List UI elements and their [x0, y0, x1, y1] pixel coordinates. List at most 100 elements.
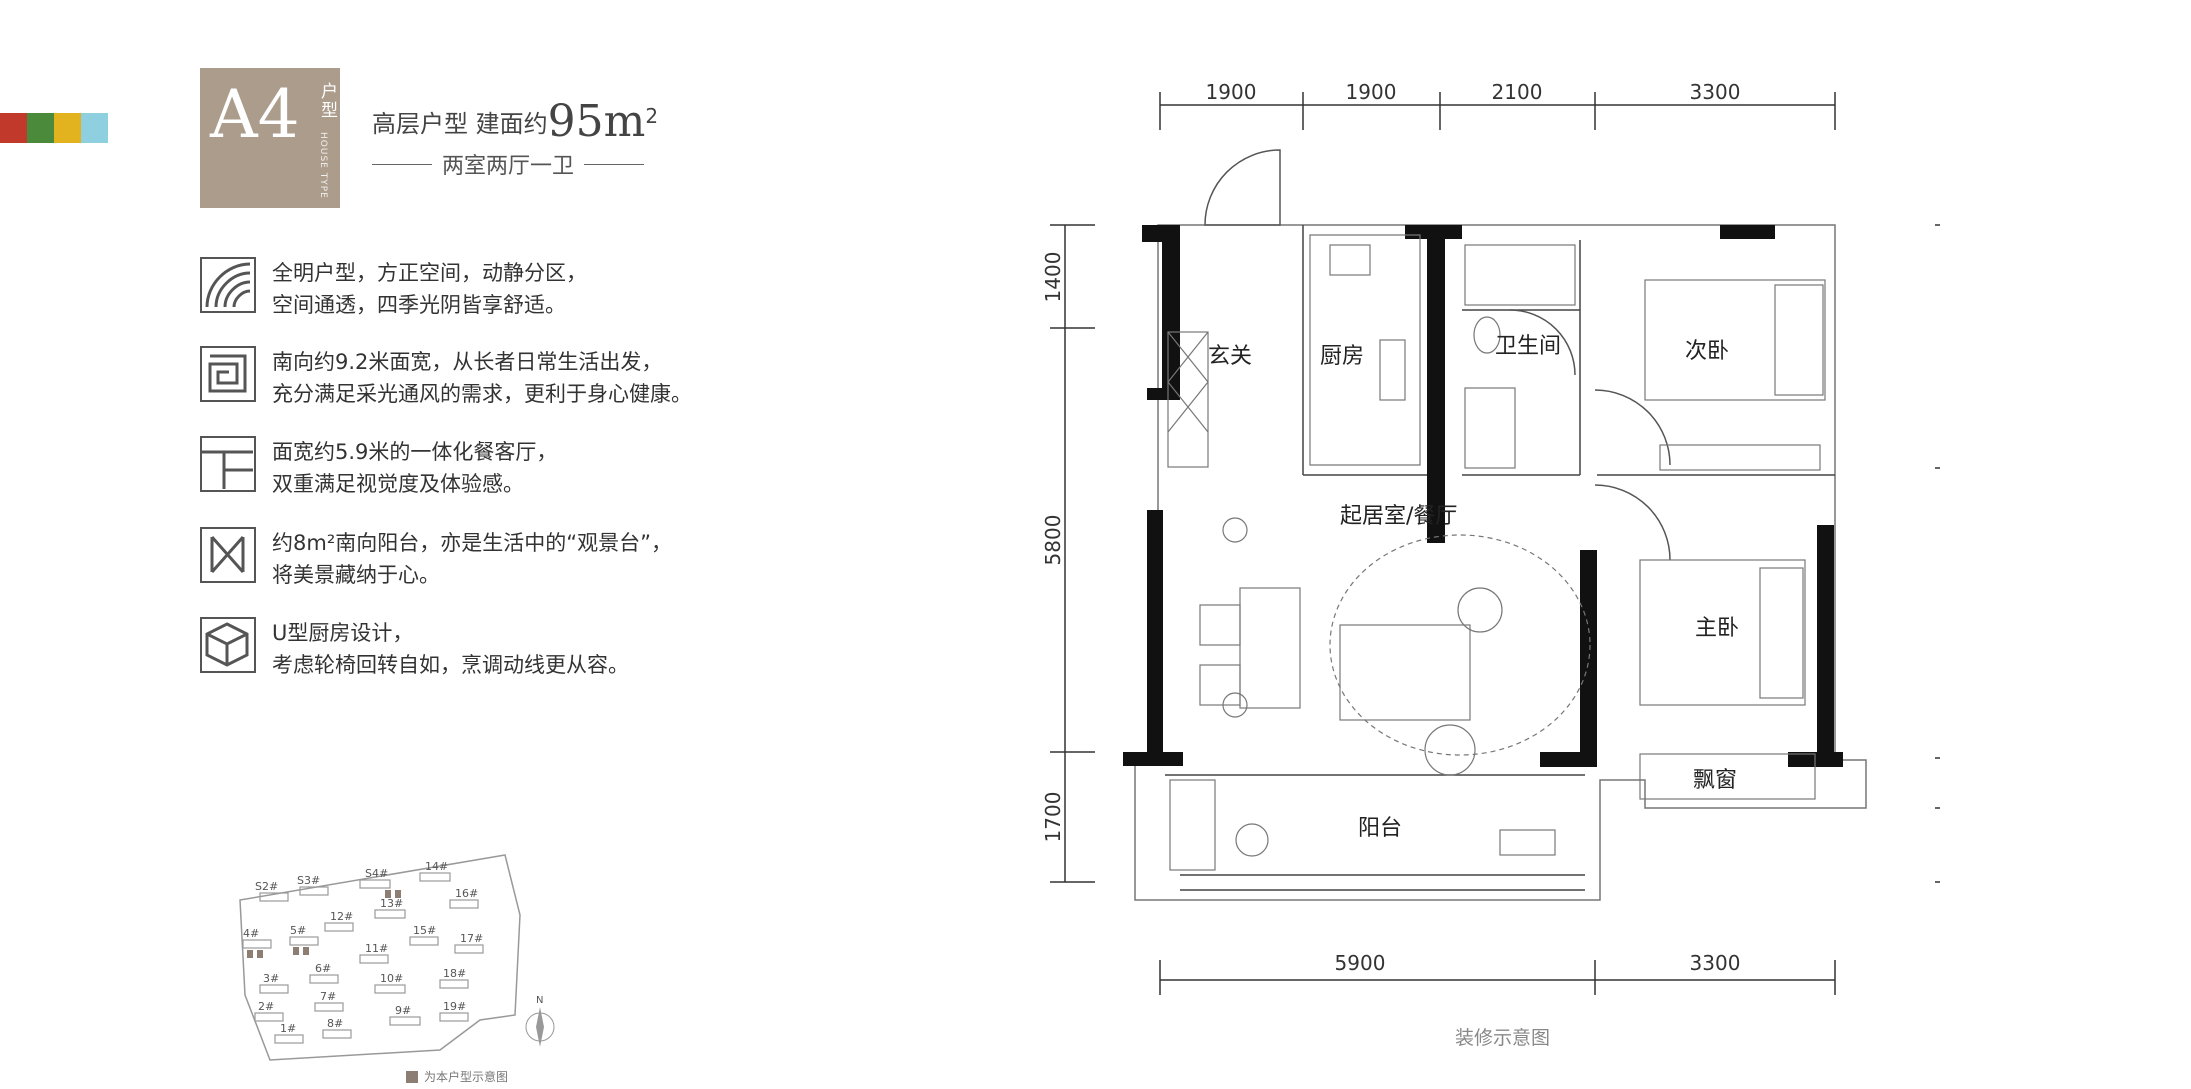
toilet-icon [1473, 316, 1501, 354]
cube-icon [200, 617, 256, 673]
master-bed [1639, 559, 1816, 800]
subline-text: 两室两厅一卫 [442, 154, 575, 179]
building-label: S2# [255, 880, 278, 893]
room-label-kitchen: 厨房 [1320, 344, 1364, 369]
site-plan: S2# S3# S4# 14# 13# 16# 12# 4# 5# 11# 15… [239, 854, 555, 1061]
building-label: 12# [330, 910, 353, 923]
grid-icon [200, 436, 256, 492]
living-furniture [1199, 534, 1591, 776]
bedroom2-bed [1644, 279, 1826, 471]
feature-1: 全明户型，方正空间，动静分区， 空间通透，四季光阴皆享舒适。 [200, 257, 760, 321]
bath-fixtures [1464, 244, 1576, 469]
north-label: N [536, 995, 543, 1006]
feature-4-line-2: 将美景藏纳于心。 [272, 563, 440, 587]
building-label: 16# [455, 887, 478, 900]
legend: 为本户型示意图 [406, 1068, 508, 1085]
building-label: 11# [365, 942, 388, 955]
feature-5-line-2: 考虑轮椅回转自如，烹调动线更从容。 [272, 653, 629, 677]
building-label: 17# [460, 932, 483, 945]
building-label: 14# [425, 860, 448, 873]
dim-top [1159, 92, 1836, 130]
feature-1-line-2: 空间通透，四季光阴皆享舒适。 [272, 293, 566, 317]
headline-prefix: 高层户型 建面约 [372, 110, 548, 138]
dim-left-label: 1400 [1041, 252, 1065, 303]
building-label: S4# [365, 867, 388, 880]
legend-text: 为本户型示意图 [424, 1070, 509, 1084]
feature-2: 南向约9.2米面宽，从长者日常生活出发， 充分满足采光通风的需求，更利于身心健康。 [200, 346, 760, 410]
maze-icon [200, 346, 256, 402]
interior-lines [1165, 225, 1835, 891]
building-label: 13# [380, 897, 403, 910]
feature-5: U型厨房设计， 考虑轮椅回转自如，烹调动线更从容。 [200, 617, 760, 681]
bowtie-icon [200, 527, 256, 583]
headline-sup: 2 [645, 104, 659, 128]
subline-rule-right [584, 163, 645, 165]
dim-left-label: 1700 [1041, 792, 1065, 843]
room-label-bedroom2: 次卧 [1685, 339, 1729, 364]
entry-cabinet [1167, 331, 1209, 468]
feature-2-line-2: 充分满足采光通风的需求，更利于身心健康。 [272, 382, 692, 406]
building-label: 15# [413, 924, 436, 937]
feature-5-line-1: U型厨房设计， [272, 621, 414, 645]
site-highlight-units [247, 890, 401, 958]
room-label-bay: 飘窗 [1693, 768, 1737, 793]
feature-3: 面宽约5.9米的一体化餐客厅， 双重满足视觉度及体验感。 [200, 436, 760, 500]
badge-code: A4 [210, 76, 300, 153]
building-label: 10# [380, 972, 403, 985]
room-label-living: 起居室/餐厅 [1340, 504, 1457, 529]
room-label-balcony: 阳台 [1358, 816, 1402, 841]
feature-1-line-1: 全明户型，方正空间，动静分区， [272, 261, 587, 285]
building-label: 19# [443, 1000, 466, 1013]
building-label: 18# [443, 967, 466, 980]
badge-type-cn: 户型 [317, 82, 337, 120]
building-label: S3# [297, 874, 320, 887]
building-label: 5# [290, 924, 306, 937]
headline-unit: m [603, 96, 646, 147]
feature-4: 约8m²南向阳台，亦是生活中的“观景台”， 将美景藏纳于心。 [200, 527, 760, 591]
building-label: 8# [327, 1017, 343, 1030]
color-strip [0, 113, 108, 143]
building-label: 3# [263, 972, 279, 985]
site-building-blocks [242, 872, 484, 1044]
master-door-icon [1594, 484, 1671, 561]
building-label: 1# [280, 1022, 296, 1035]
feature-3-line-1: 面宽约5.9米的一体化餐客厅， [272, 440, 558, 464]
feature-4-line-1: 约8m²南向阳台，亦是生活中的“观景台”， [272, 531, 672, 555]
building-label: 6# [315, 962, 331, 975]
badge-type-en: HOUSE TYPE [318, 132, 328, 199]
dim-top-label: 2100 [1492, 80, 1543, 104]
dim-right [1935, 224, 1940, 883]
compass-icon: N [525, 995, 555, 1047]
room-label-entry: 玄关 [1208, 344, 1252, 369]
dim-top-label: 1900 [1346, 80, 1397, 104]
dim-top-label: 1900 [1206, 80, 1257, 104]
subline: 两室两厅一卫 [372, 148, 645, 180]
bath-door-icon [1509, 309, 1576, 376]
floor-plan: 1900 1900 2100 3300 5900 3300 1400 5800 … [1041, 80, 1940, 995]
building-label: 2# [258, 1000, 274, 1013]
plan-caption: 装修示意图 [1455, 1027, 1551, 1049]
dim-bottom-label: 3300 [1690, 951, 1741, 975]
house-type-badge: A4 户型 HOUSE TYPE [200, 68, 340, 208]
legend-swatch [406, 1070, 418, 1083]
bedroom2-door-icon [1594, 389, 1671, 466]
building-label: 7# [320, 990, 336, 1003]
walls [1123, 225, 1843, 767]
headline: 高层户型 建面约95m2 [372, 96, 658, 147]
headline-area: 95 [547, 96, 604, 147]
dim-left [1050, 224, 1095, 883]
subline-rule-left [372, 163, 432, 165]
dim-left-label: 5800 [1041, 515, 1065, 566]
kitchen-counter [1309, 234, 1421, 466]
room-label-bath: 卫生间 [1495, 334, 1561, 359]
building-label: 4# [243, 927, 259, 940]
feature-3-line-2: 双重满足视觉度及体验感。 [272, 472, 524, 496]
feature-2-line-1: 南向约9.2米面宽，从长者日常生活出发， [272, 350, 663, 374]
balcony-items [1169, 517, 1556, 871]
building-label: 9# [395, 1004, 411, 1017]
waves-icon [200, 257, 256, 313]
dim-bottom-label: 5900 [1335, 951, 1386, 975]
room-label-master: 主卧 [1695, 616, 1739, 641]
entry-door-icon [1204, 149, 1281, 226]
dim-top-label: 3300 [1690, 80, 1741, 104]
